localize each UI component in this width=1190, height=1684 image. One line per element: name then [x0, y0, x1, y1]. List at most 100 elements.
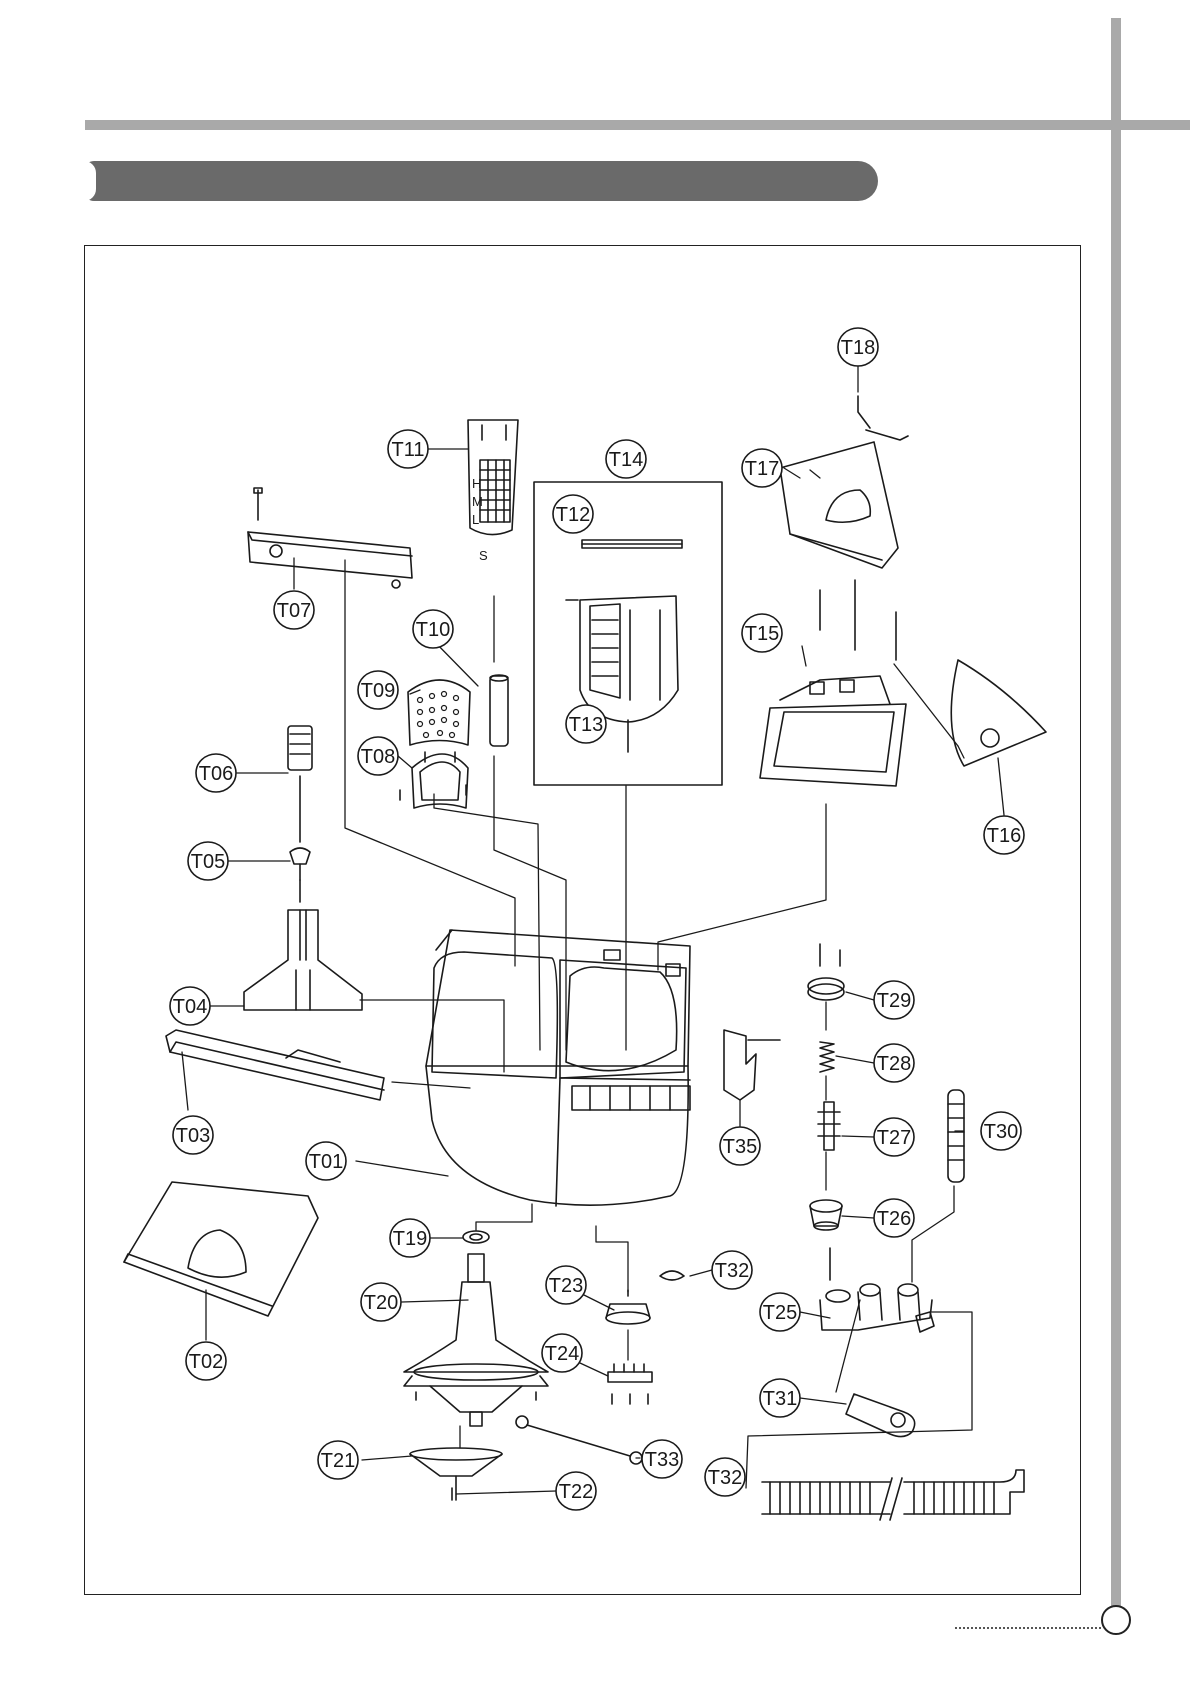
callout-t09: T09	[358, 671, 398, 709]
t15-part	[760, 580, 906, 786]
svg-text:T25: T25	[763, 1302, 797, 1324]
callout-t11: T11	[388, 430, 428, 468]
t21-part	[410, 1448, 502, 1500]
svg-text:T09: T09	[361, 680, 395, 702]
callout-t23: T23	[546, 1266, 586, 1304]
svg-text:T01: T01	[309, 1151, 343, 1173]
t19-part	[463, 1231, 489, 1243]
svg-text:T16: T16	[987, 825, 1021, 847]
svg-text:T08: T08	[361, 746, 395, 768]
callout-t04: T04	[170, 987, 210, 1025]
callout-t05: T05	[188, 842, 228, 880]
t18-part	[858, 396, 908, 440]
callout-t08: T08	[358, 737, 398, 775]
callout-t27: T27	[874, 1118, 914, 1156]
callout-t17: T17	[742, 449, 782, 487]
svg-text:T14: T14	[609, 449, 643, 471]
callout-t01: T01	[306, 1142, 346, 1180]
callout-t10: T10	[413, 610, 453, 648]
t07-part	[248, 488, 412, 588]
t09-part	[408, 680, 470, 745]
callout-t12: T12	[553, 495, 593, 533]
t16-part	[951, 660, 1046, 766]
callout-t07: T07	[274, 591, 314, 629]
t03-part	[166, 1030, 384, 1100]
callout-t30: T30	[981, 1112, 1021, 1150]
svg-text:T27: T27	[877, 1127, 911, 1149]
callout-t21: T21	[318, 1441, 358, 1479]
svg-text:T26: T26	[877, 1208, 911, 1230]
t31-part	[846, 1394, 915, 1437]
callout-t03: T03	[173, 1116, 213, 1154]
callout-t22: T22	[556, 1472, 596, 1510]
svg-text:T12: T12	[556, 504, 590, 526]
callout-t32b: T32	[705, 1458, 745, 1496]
svg-text:T29: T29	[877, 990, 911, 1012]
svg-text:T22: T22	[559, 1481, 593, 1503]
svg-text:T28: T28	[877, 1053, 911, 1075]
mark-m: M	[472, 494, 483, 509]
t17-part	[780, 442, 898, 568]
mark-l: L	[472, 512, 479, 527]
callout-t20: T20	[361, 1283, 401, 1321]
svg-text:T17: T17	[745, 458, 779, 480]
svg-text:T23: T23	[549, 1275, 583, 1297]
svg-text:T30: T30	[984, 1121, 1018, 1143]
svg-text:T32: T32	[708, 1467, 742, 1489]
t28-part	[820, 1042, 834, 1072]
svg-text:T10: T10	[416, 619, 450, 641]
t12-part	[582, 540, 682, 548]
svg-text:T15: T15	[745, 623, 779, 645]
svg-text:T11: T11	[392, 439, 425, 461]
svg-text:T07: T07	[277, 600, 311, 622]
callout-t02: T02	[186, 1342, 226, 1380]
callout-t28: T28	[874, 1044, 914, 1082]
t26-part	[810, 1200, 842, 1230]
callouts: T11 T07 T10 T09 T08 T06 T05 T04 T03 T01 …	[170, 328, 1024, 1510]
callout-t29: T29	[874, 981, 914, 1019]
svg-text:T20: T20	[364, 1292, 398, 1314]
t30-part	[948, 1090, 964, 1182]
t29-part	[808, 944, 844, 1000]
t05-part	[290, 848, 310, 902]
svg-text:T32: T32	[715, 1260, 749, 1282]
t02-part	[124, 1182, 318, 1316]
callout-t25: T25	[760, 1293, 800, 1331]
callout-t06: T06	[196, 754, 236, 792]
t25-part	[820, 1248, 934, 1332]
svg-text:T18: T18	[841, 337, 875, 359]
t23-part	[606, 1290, 650, 1324]
svg-text:T05: T05	[191, 851, 225, 873]
svg-text:T06: T06	[199, 763, 233, 785]
svg-text:T33: T33	[645, 1449, 679, 1471]
callout-t18: T18	[838, 328, 878, 366]
t33-part	[516, 1416, 642, 1464]
svg-text:T24: T24	[545, 1343, 579, 1365]
svg-text:T13: T13	[569, 714, 603, 736]
svg-text:T04: T04	[173, 996, 207, 1018]
callout-t33: T33	[642, 1440, 682, 1478]
t24-part	[608, 1364, 652, 1404]
t32-clip	[660, 1271, 684, 1280]
svg-text:T19: T19	[393, 1228, 427, 1250]
callout-t19: T19	[390, 1219, 430, 1257]
callout-t32a: T32	[712, 1251, 752, 1289]
svg-text:T21: T21	[321, 1450, 355, 1472]
callout-t15: T15	[742, 614, 782, 652]
svg-text:T35: T35	[723, 1136, 757, 1158]
callout-t31: T31	[760, 1379, 800, 1417]
t04-part	[244, 910, 362, 1010]
svg-text:T02: T02	[189, 1351, 223, 1373]
t10-part	[490, 675, 508, 746]
mark-h: H	[472, 476, 481, 491]
t20-part	[404, 1254, 548, 1426]
callout-t16: T16	[984, 816, 1024, 854]
t27-part	[818, 1102, 840, 1150]
t06-part	[288, 726, 312, 842]
svg-text:T03: T03	[176, 1125, 210, 1147]
mark-s: S	[479, 548, 488, 563]
t35-part	[724, 1030, 780, 1100]
t01-part	[426, 930, 690, 1206]
callout-t35: T35	[720, 1127, 760, 1165]
